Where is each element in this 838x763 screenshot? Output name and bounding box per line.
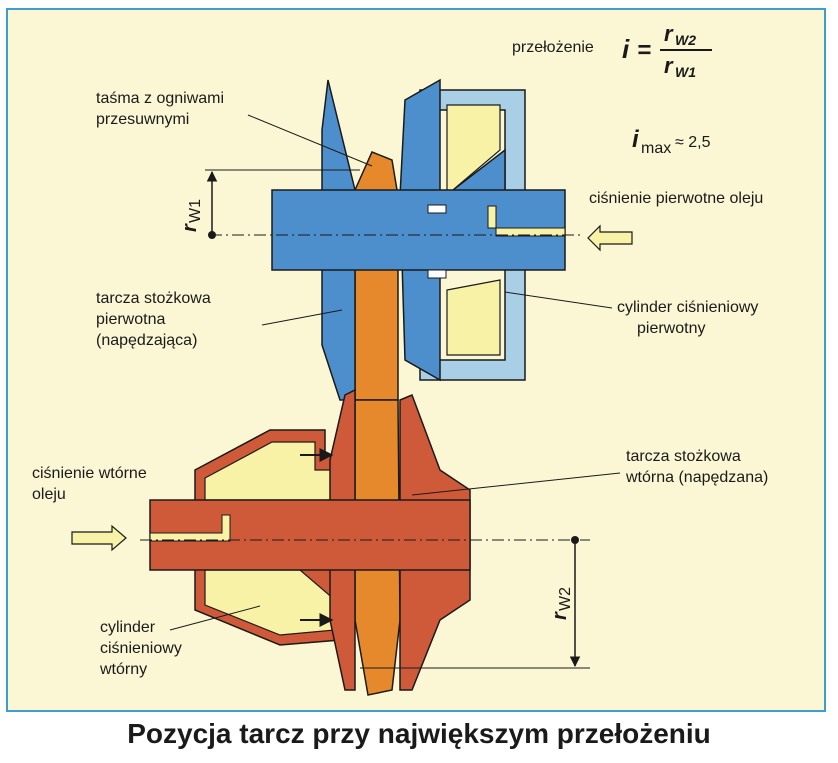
svg-text:oleju: oleju bbox=[32, 486, 66, 503]
formula-numerator-r: r bbox=[664, 21, 674, 46]
label-primary-pressure: ciśnienie pierwotne oleju bbox=[589, 190, 763, 207]
imax-i: i bbox=[632, 126, 640, 153]
svg-text:W2: W2 bbox=[557, 587, 574, 611]
figure-caption: Pozycja tarcz przy największym przełożen… bbox=[127, 718, 711, 749]
label-primary-disc: tarcza stożkowa pierwotna (napędzająca) bbox=[96, 290, 211, 349]
label-belt: taśma z ogniwami przesuwnymi bbox=[96, 90, 224, 128]
formula-denominator-sub: W1 bbox=[675, 64, 696, 80]
rw1-dimension bbox=[205, 169, 360, 239]
ratio-formula: przełożenie i = r W2 r W1 i max ≈ 2,5 bbox=[512, 21, 712, 157]
formula-i: i bbox=[622, 34, 630, 64]
formula-equals: = bbox=[637, 37, 651, 64]
svg-text:r: r bbox=[549, 611, 571, 620]
svg-text:wtórny: wtórny bbox=[99, 661, 147, 678]
svg-text:ciśnienie wtórne: ciśnienie wtórne bbox=[32, 465, 147, 482]
imax-sub: max bbox=[641, 140, 671, 157]
svg-text:wtórna (napędzana): wtórna (napędzana) bbox=[625, 469, 768, 486]
svg-text:W1: W1 bbox=[187, 199, 204, 223]
label-rw1: r W1 bbox=[179, 199, 204, 232]
formula-label: przełożenie bbox=[512, 39, 594, 56]
svg-text:ciśnieniowy: ciśnieniowy bbox=[100, 640, 182, 657]
secondary-pulley bbox=[140, 388, 590, 691]
svg-text:(napędzająca): (napędzająca) bbox=[96, 332, 197, 349]
imax-value: ≈ 2,5 bbox=[675, 134, 711, 151]
svg-text:taśma z ogniwami: taśma z ogniwami bbox=[96, 90, 224, 107]
primary-pulley bbox=[210, 78, 580, 401]
svg-text:cylinder ciśnieniowy: cylinder ciśnieniowy bbox=[617, 299, 758, 316]
svg-text:tarcza stożkowa: tarcza stożkowa bbox=[96, 290, 211, 307]
svg-text:pierwotny: pierwotny bbox=[637, 320, 705, 337]
secondary-oil-arrow bbox=[71, 524, 127, 552]
svg-text:przesuwnymi: przesuwnymi bbox=[96, 111, 189, 128]
svg-text:tarcza stożkowa: tarcza stożkowa bbox=[626, 448, 741, 465]
formula-numerator-sub: W2 bbox=[675, 32, 696, 48]
cvt-diagram: przełożenie i = r W2 r W1 i max ≈ 2,5 ta… bbox=[32, 21, 768, 696]
label-secondary-pressure: ciśnienie wtórne oleju bbox=[32, 465, 147, 503]
primary-oil-arrow bbox=[587, 224, 633, 252]
label-secondary-disc: tarcza stożkowa wtórna (napędzana) bbox=[625, 448, 768, 486]
label-primary-cylinder: cylinder ciśnieniowy pierwotny bbox=[617, 299, 758, 337]
svg-text:pierwotna: pierwotna bbox=[96, 311, 165, 328]
svg-text:r: r bbox=[179, 223, 201, 232]
svg-text:cylinder: cylinder bbox=[100, 619, 156, 636]
label-secondary-cylinder: cylinder ciśnieniowy wtórny bbox=[99, 619, 182, 678]
formula-denominator-r: r bbox=[664, 53, 674, 78]
rw2-dimension bbox=[360, 536, 590, 669]
label-rw2: r W2 bbox=[549, 587, 574, 620]
